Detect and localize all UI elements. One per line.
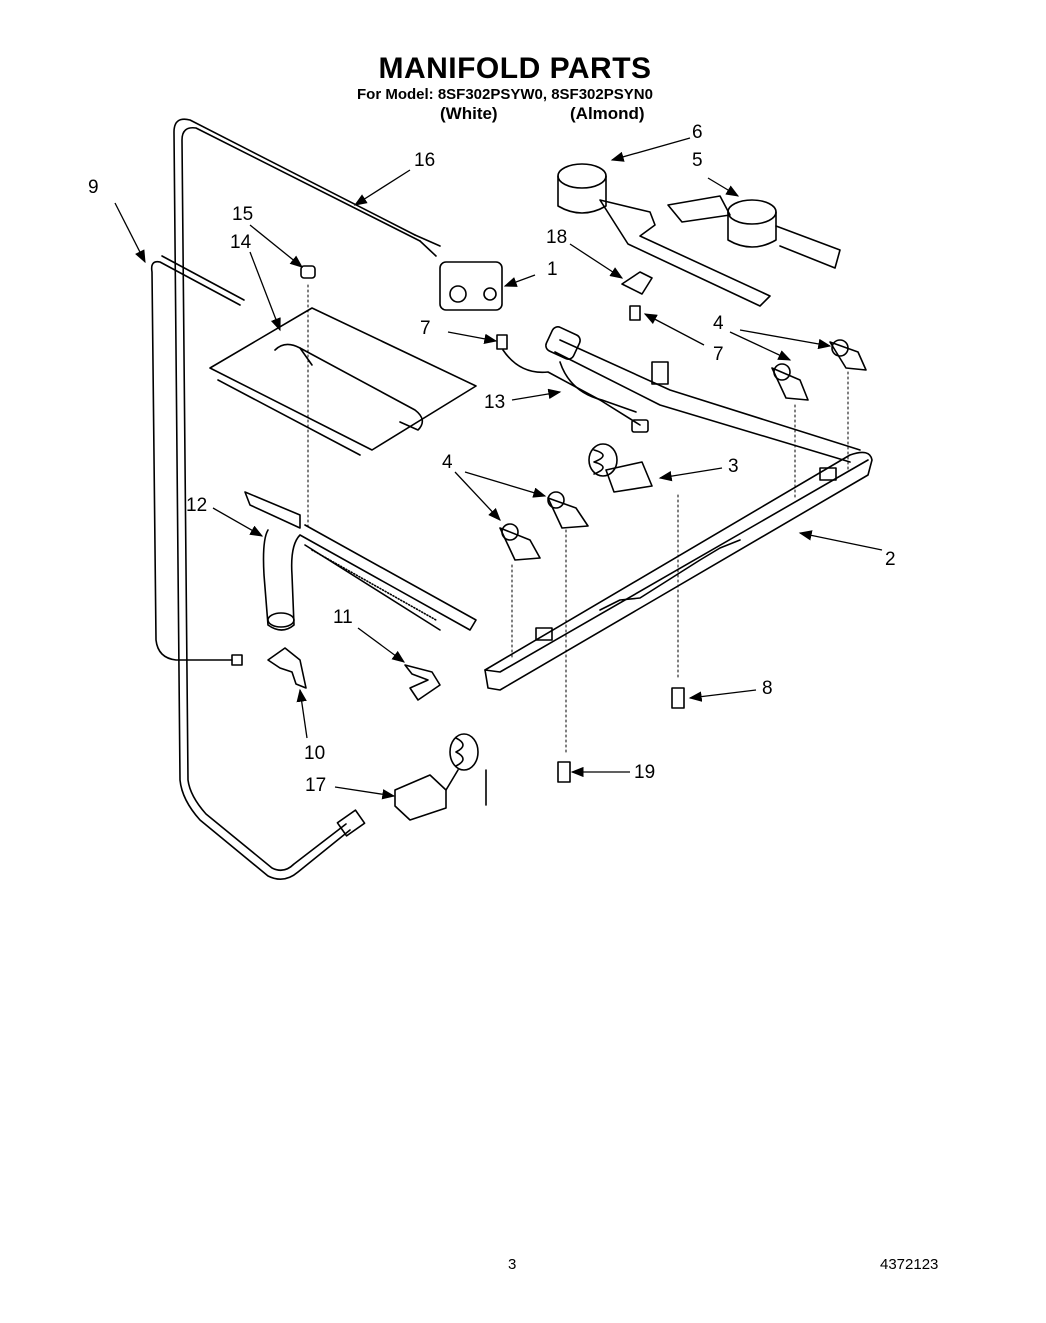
callout-15: 15 [232, 204, 253, 225]
burner-valve [588, 443, 653, 493]
callout-8: 8 [762, 678, 773, 699]
callout-18: 18 [546, 227, 567, 248]
variant-almond: (Almond) [570, 104, 645, 123]
callout-4-top: 4 [713, 313, 724, 334]
callout-16: 16 [414, 150, 435, 171]
igniter-tube [150, 255, 245, 666]
burner-orifices [499, 339, 867, 561]
burner-bracket [404, 664, 441, 701]
callout-9: 9 [88, 177, 99, 198]
screw-8 [671, 687, 685, 709]
callout-19: 19 [634, 762, 655, 783]
thermocouple [502, 349, 649, 433]
callout-labels: 1 2 3 4 4 5 6 7 7 8 9 10 11 12 13 14 15 … [88, 122, 896, 796]
callout-17: 17 [305, 775, 326, 796]
callout-12: 12 [186, 495, 207, 516]
callout-2: 2 [885, 549, 896, 570]
surface-burner-front [557, 163, 771, 307]
clip-18 [621, 271, 653, 295]
burner-baffle [209, 307, 477, 456]
document-number: 4372123 [880, 1256, 939, 1273]
callout-10: 10 [304, 743, 325, 764]
callout-4-mid: 4 [442, 452, 453, 473]
screw-19 [557, 761, 571, 783]
callout-3: 3 [728, 456, 739, 477]
callout-1: 1 [547, 259, 558, 280]
page-title: MANIFOLD PARTS [378, 52, 652, 85]
callout-5: 5 [692, 150, 703, 171]
callout-7-left: 7 [420, 318, 431, 339]
callout-7-right: 7 [713, 344, 724, 365]
callout-14: 14 [230, 232, 252, 253]
page-number: 3 [508, 1256, 517, 1273]
model-line: For Model: 8SF302PSYW0, 8SF302PSYN0 [357, 86, 653, 103]
callout-6: 6 [692, 122, 703, 143]
callout-11: 11 [333, 607, 353, 628]
oven-supply-tube [173, 118, 441, 880]
screws-7 [496, 305, 641, 350]
igniter-bracket [267, 647, 307, 689]
oven-burner-tube [244, 491, 477, 631]
manifold-bar [484, 451, 873, 691]
callout-13: 13 [484, 392, 505, 413]
pressure-regulator [439, 261, 503, 311]
variant-white: (White) [440, 104, 498, 123]
surface-burner-rear [667, 195, 841, 269]
oven-thermostat [394, 733, 487, 821]
manifold-pipe [545, 326, 861, 463]
